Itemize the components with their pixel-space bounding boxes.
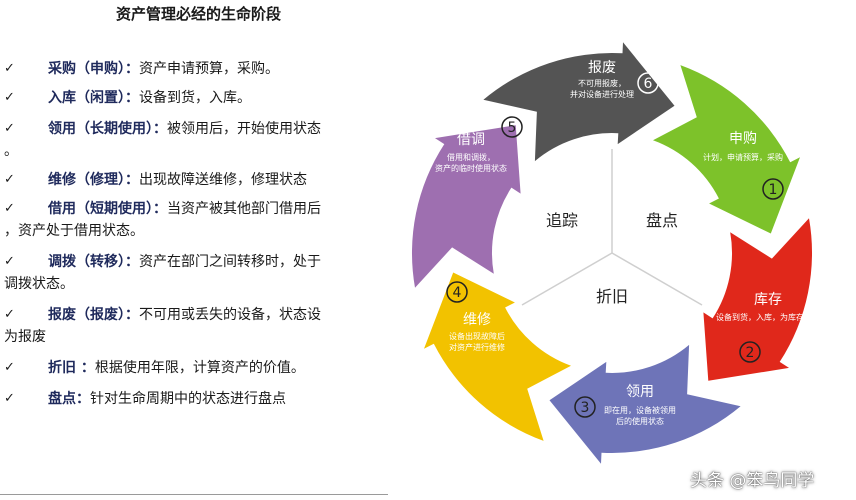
check-icon: ✓ (4, 172, 15, 187)
item-term: 盘点 (48, 391, 76, 407)
step-number-badge (574, 396, 596, 418)
item-desc: 设备到货，入库。 (139, 90, 251, 106)
list-item: ✓ 折旧 ：根据使用年限，计算资产的价值。 (4, 357, 376, 379)
list-item: ✓ 维修（修理）：出现故障送维修，修理状态 (4, 169, 376, 191)
check-icon: ✓ (4, 360, 15, 375)
list-item: ✓ 入库（闲置）：设备到货，入库。 (4, 87, 376, 109)
check-icon: ✓ (4, 121, 15, 136)
stage-title: 维修 (463, 312, 491, 328)
step-number-badge (446, 281, 468, 303)
item-desc: 被领用后，开始使用状态 (167, 121, 321, 137)
check-icon: ✓ (4, 391, 15, 406)
stage-description: 对资产进行维修 (449, 342, 505, 352)
item-term: 领用（长期使用） (48, 121, 153, 137)
watermark-text: 头条 @笨鸟同学 (690, 471, 815, 491)
step-number: 5 (508, 120, 517, 136)
stage-description: 设备到货，入库，为库存状态 (716, 312, 820, 322)
list-item: ✓ 领用（长期使用）：被领用后，开始使用状态 。 (4, 118, 376, 162)
step-number: 1 (769, 182, 778, 198)
item-desc-tail: 为报废 (4, 329, 46, 345)
step-number: 2 (746, 345, 755, 361)
list-item: ✓ 借用（短期使用）：当资产被其他部门借用后 ，资产处于借用状态。 (4, 198, 376, 242)
stage-title: 借调 (457, 132, 485, 148)
stage-description: 不可用报废， (578, 78, 626, 88)
list-item: ✓ 盘点：针对生命周期中的状态进行盘点 (4, 388, 376, 410)
check-icon: ✓ (4, 90, 15, 105)
step-number-badge (501, 116, 523, 138)
item-desc-tail: ，资产处于借用状态。 (4, 223, 144, 239)
stage-description: 后的使用状态 (616, 416, 664, 426)
center-label-track: 追踪 (546, 211, 578, 230)
item-term: 报废（报废） (48, 307, 125, 323)
item-desc: 出现故障送维修，修理状态 (139, 172, 307, 188)
center-label-inventory: 盘点 (646, 211, 678, 230)
step-number-badge (762, 178, 784, 200)
item-desc-tail: 调拨状态。 (4, 276, 74, 292)
stage-description: 借用和调拨， (447, 152, 495, 162)
step-number: 3 (581, 400, 590, 416)
check-icon: ✓ (4, 201, 15, 216)
item-term: 入库（闲置） (48, 90, 125, 106)
item-term: 折旧 (48, 360, 76, 376)
step-number-badge (739, 341, 761, 363)
check-icon: ✓ (4, 61, 15, 76)
item-desc: 资产在部门之间转移时，处于 (139, 254, 321, 270)
cycle-arrow-segment (483, 42, 675, 162)
item-desc: 根据使用年限，计算资产的价值。 (94, 360, 305, 376)
page-title: 资产管理必经的生命阶段 (116, 5, 282, 23)
item-term: 维修（修理） (48, 172, 125, 188)
lifecycle-list: ✓ 采购（申购）：资产申请预算，采购。 ✓ 入库（闲置）：设备到货，入库。 ✓ … (4, 58, 376, 410)
stage-description: 即在用，设备被领用 (604, 405, 676, 415)
stage-description: 设备出现故障后 (449, 331, 505, 341)
item-term: 调拨（转移） (48, 254, 125, 270)
item-desc: 不可用或丢失的设备，状态设 (139, 307, 321, 323)
item-term: 借用（短期使用） (48, 201, 153, 217)
step-number: 4 (453, 285, 462, 301)
divider (0, 494, 388, 495)
center-label-depreciation: 折旧 (596, 287, 628, 306)
cycle-arrow-segment (703, 218, 813, 381)
cycle-arrow-segment (411, 125, 521, 288)
center-dividers (521, 149, 703, 306)
stage-description: 并对设备进行处理 (570, 89, 634, 99)
check-icon: ✓ (4, 254, 15, 269)
stage-title: 领用 (626, 384, 654, 400)
item-desc: 当资产被其他部门借用后 (167, 201, 321, 217)
stage-title: 申购 (729, 131, 757, 147)
stage-title: 报废 (588, 60, 616, 76)
stage-description: 计划，申请预算，采购 (703, 152, 783, 162)
item-desc: 资产申请预算，采购。 (139, 61, 279, 77)
item-term: 采购（申购） (48, 61, 125, 77)
step-number-badge (637, 72, 659, 94)
cycle-arrow-segment (424, 272, 571, 441)
list-item: ✓ 调拨（转移）：资产在部门之间转移时，处于 调拨状态。 (4, 251, 376, 295)
step-number: 6 (644, 76, 653, 92)
stage-title: 库存 (754, 292, 782, 308)
list-item: ✓ 报废（报废）：不可用或丢失的设备，状态设 为报废 (4, 304, 376, 348)
item-desc: 针对生命周期中的状态进行盘点 (90, 391, 286, 407)
cycle-arrow-segment (549, 344, 741, 464)
list-item: ✓ 采购（申购）：资产申请预算，采购。 (4, 58, 376, 80)
check-icon: ✓ (4, 307, 15, 322)
stage-description: 资产的临时使用状态 (435, 163, 507, 173)
item-desc-tail: 。 (4, 143, 18, 159)
